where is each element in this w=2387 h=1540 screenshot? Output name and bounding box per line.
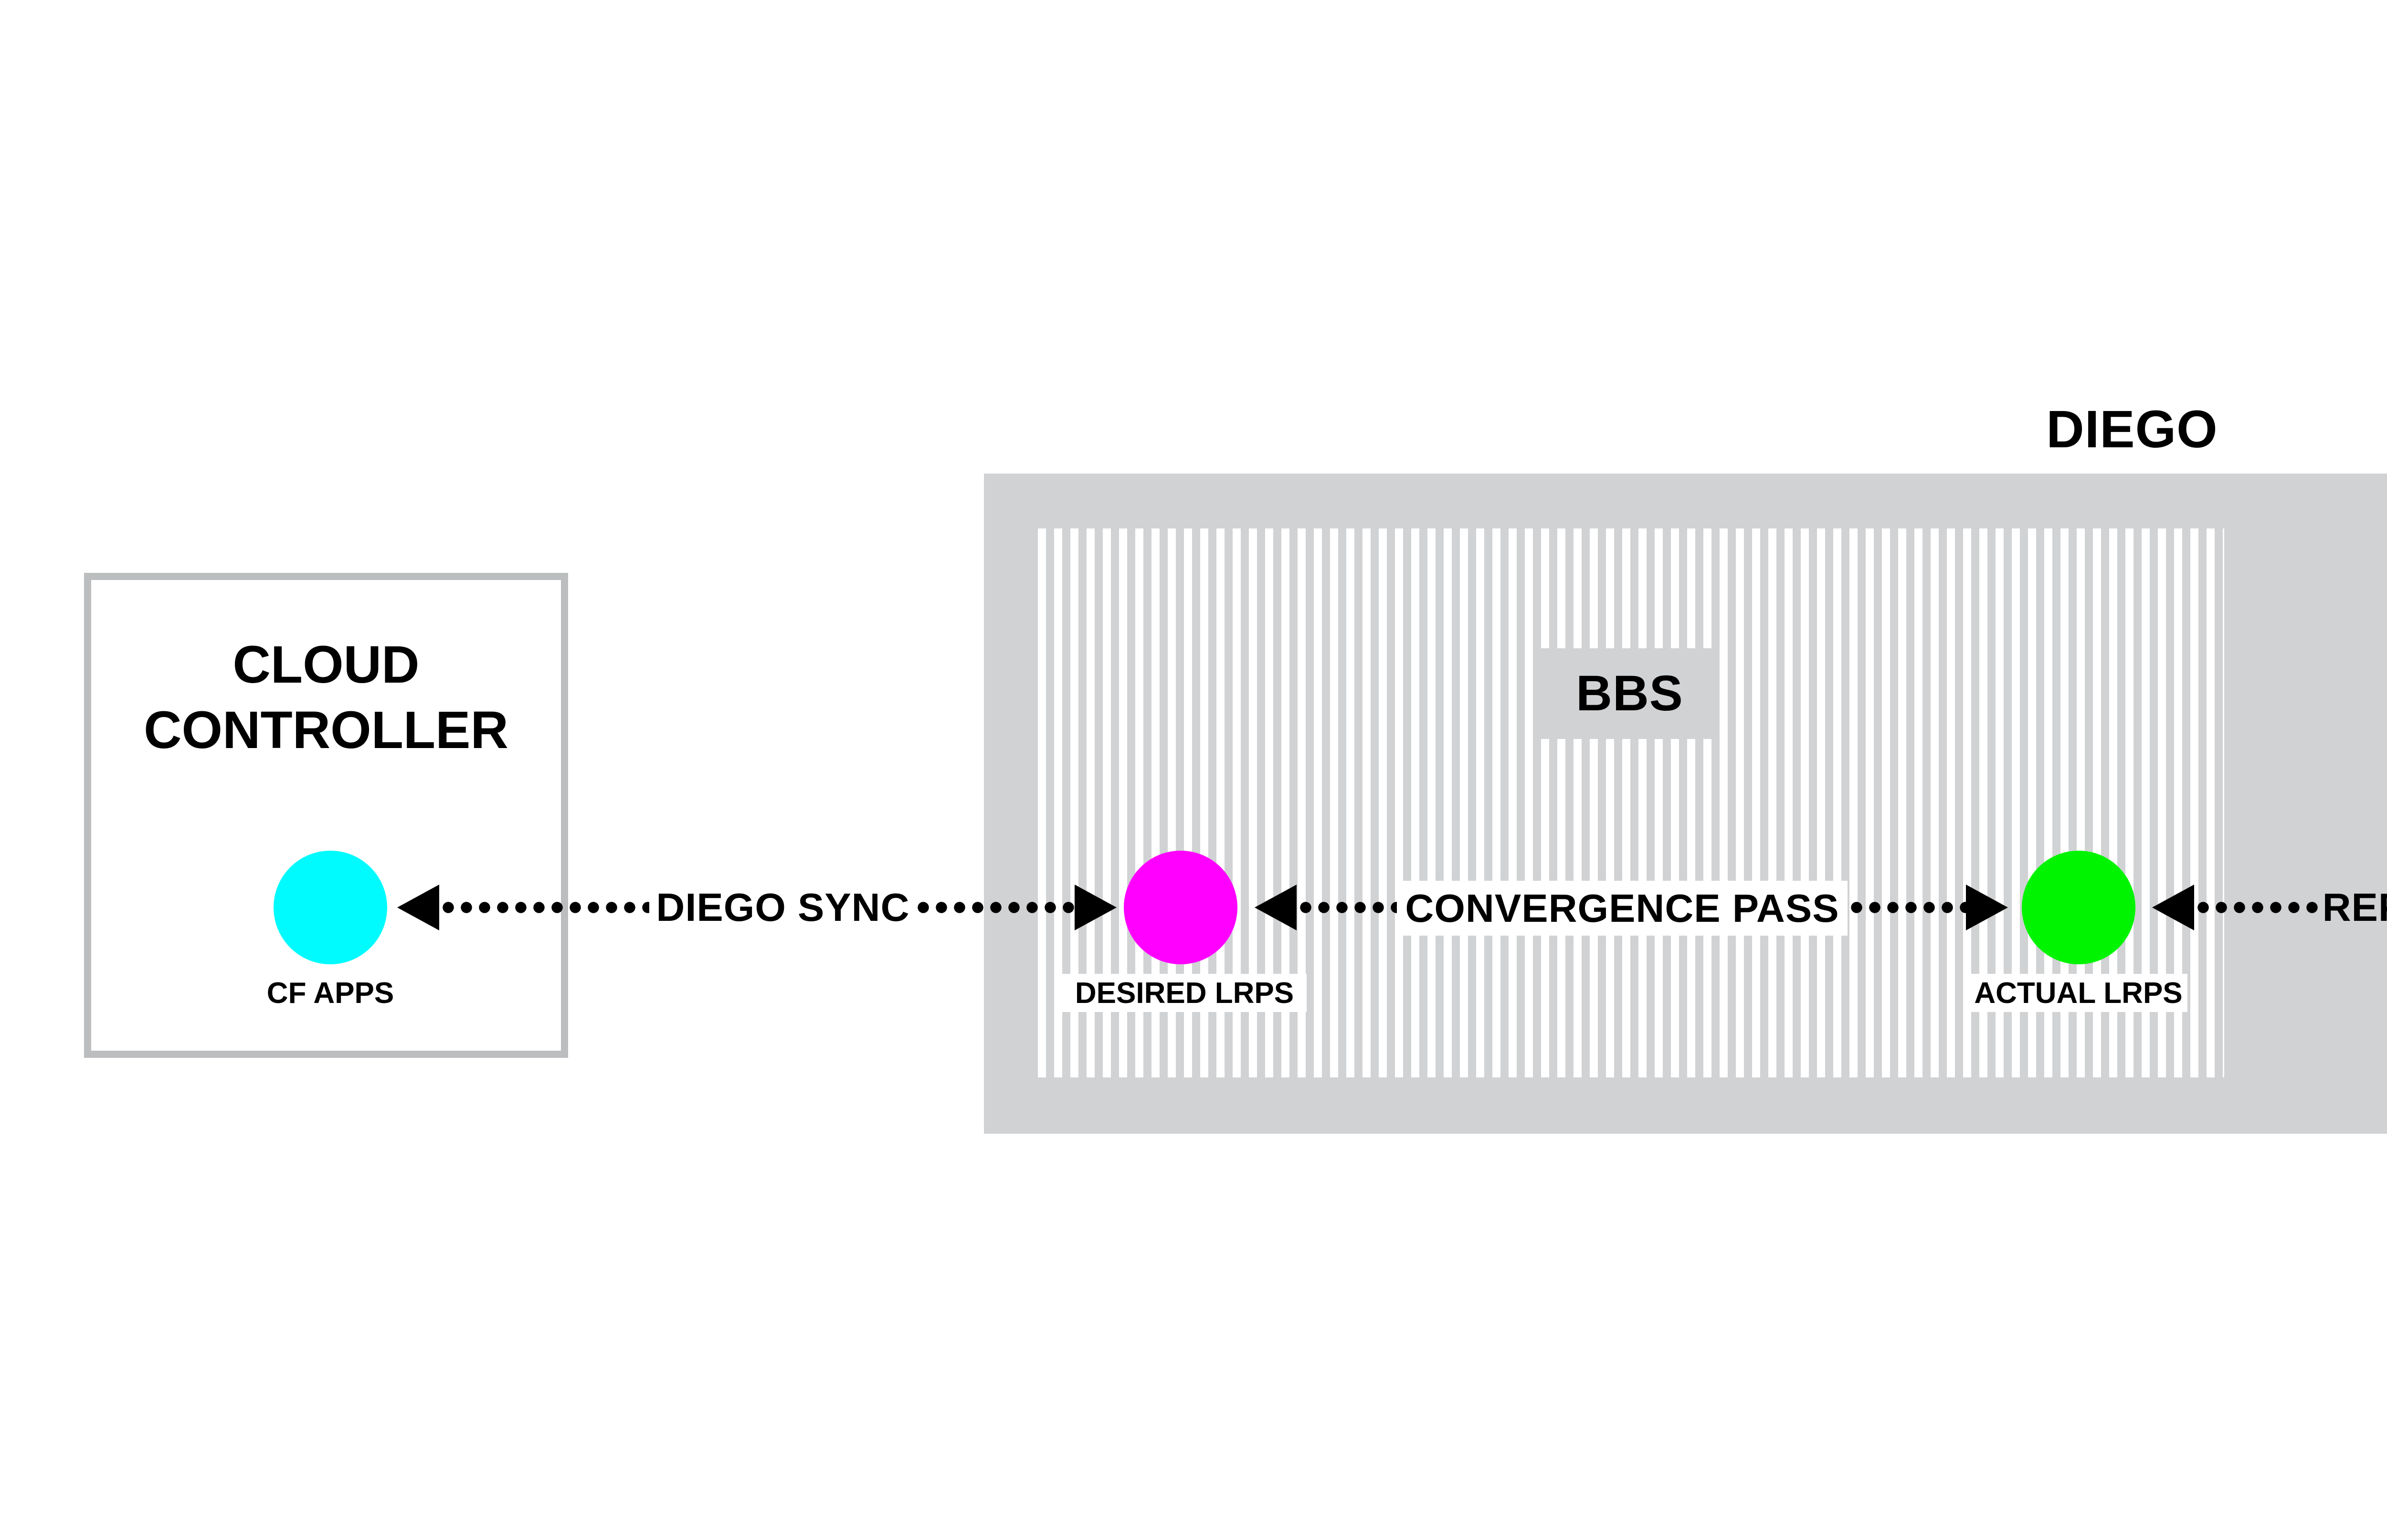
cf-apps-node-label: CF APPS bbox=[266, 976, 394, 1010]
bbs-label: BBS bbox=[1540, 648, 1720, 739]
diego-group-title: DIEGO bbox=[2046, 400, 2218, 459]
rep-sync-arrowhead-left-icon bbox=[2152, 885, 2194, 930]
desired-lrps-node-circle bbox=[1124, 851, 1237, 964]
cloud-controller-title-line1: CLOUD bbox=[232, 635, 420, 694]
rep-sync-dotted-line-left bbox=[2194, 902, 2323, 913]
convergence-pass-dotted-line-right bbox=[1848, 902, 1966, 913]
convergence-pass-dotted-line-left bbox=[1297, 902, 1397, 913]
diego-sync-dotted-line-left bbox=[439, 902, 649, 913]
convergence-pass-arrowhead-right-icon bbox=[1966, 885, 2008, 930]
cloud-controller-title-line2: CONTROLLER bbox=[144, 701, 508, 759]
cf-apps-node-circle bbox=[274, 851, 387, 964]
actual-lrps-node-label: ACTUAL LRPS bbox=[1969, 974, 2187, 1012]
cloud-controller-box bbox=[84, 573, 568, 1058]
desired-lrps-node-label: DESIRED LRPS bbox=[1062, 974, 1307, 1012]
diego-sync-dotted-line-right bbox=[914, 902, 1075, 913]
cloud-controller-title: CLOUD CONTROLLER bbox=[84, 632, 568, 763]
convergence-pass-arrowhead-left-icon bbox=[1255, 885, 1297, 930]
actual-lrps-node-circle bbox=[2022, 851, 2135, 964]
diego-sync-arrow-label: DIEGO SYNC bbox=[656, 885, 910, 929]
rep-sync-arrow-label: REP SYNC bbox=[2322, 885, 2387, 929]
diego-sync-arrowhead-right-icon bbox=[1075, 885, 1117, 930]
diego-sync-arrowhead-left-icon bbox=[397, 885, 439, 930]
convergence-pass-arrow-label: CONVERGENCE PASS bbox=[1397, 881, 1848, 936]
